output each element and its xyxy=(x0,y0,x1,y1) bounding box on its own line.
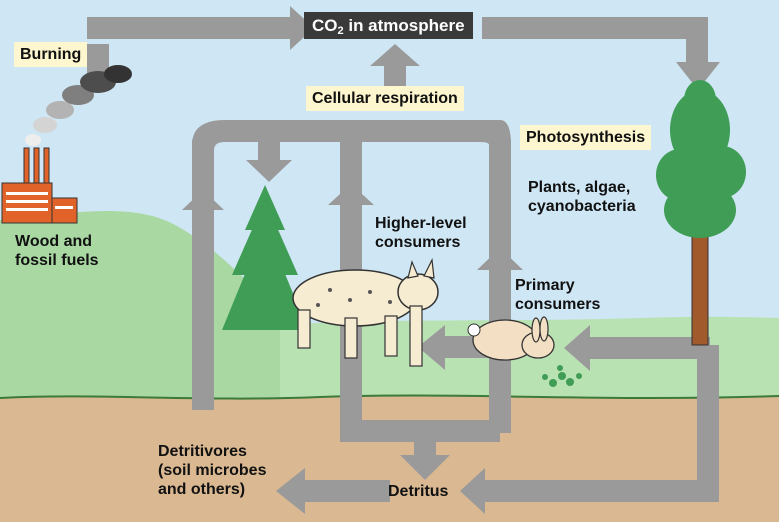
co2-atmosphere-label: CO2 in atmosphere xyxy=(304,12,473,39)
co2-text: CO xyxy=(312,16,338,35)
detritus-label: Detritus xyxy=(388,482,448,501)
detritivores-label: Detritivores (soil microbes and others) xyxy=(158,442,266,499)
detritivores-line-3: and others) xyxy=(158,480,266,499)
primary-consumers-label: Primary consumers xyxy=(515,276,600,314)
photosynthesis-label: Photosynthesis xyxy=(520,125,651,150)
producers-line-1: Plants, algae, xyxy=(528,178,636,197)
cellular-respiration-label: Cellular respiration xyxy=(306,86,464,111)
fuels-label: Wood and fossil fuels xyxy=(15,232,99,270)
producers-line-2: cyanobacteria xyxy=(528,197,636,216)
atmosphere-text: in atmosphere xyxy=(344,16,465,35)
fuels-line-2: fossil fuels xyxy=(15,251,99,270)
higher-line-2: consumers xyxy=(375,233,467,252)
soil xyxy=(0,396,779,522)
burning-label: Burning xyxy=(14,42,87,67)
primary-line-1: Primary xyxy=(515,276,600,295)
higher-level-consumers-label: Higher-level consumers xyxy=(375,214,467,252)
higher-line-1: Higher-level xyxy=(375,214,467,233)
producers-label: Plants, algae, cyanobacteria xyxy=(528,178,636,216)
fuels-line-1: Wood and xyxy=(15,232,99,251)
detritivores-line-1: Detritivores xyxy=(158,442,266,461)
primary-line-2: consumers xyxy=(515,295,600,314)
detritivores-line-2: (soil microbes xyxy=(158,461,266,480)
